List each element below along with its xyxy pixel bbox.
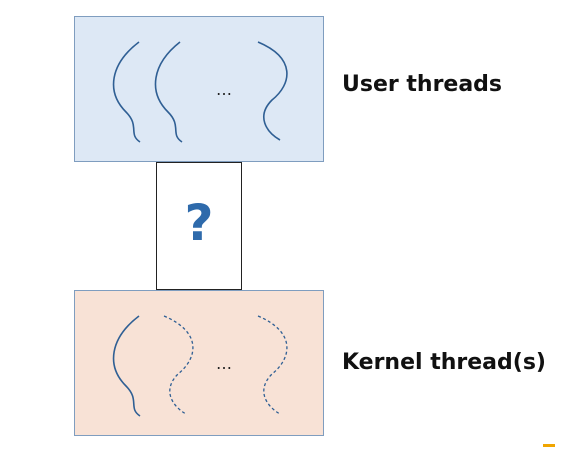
corner-marker [543, 444, 555, 447]
user-thread-3 [257, 41, 288, 141]
kernel-thread-1 [112, 315, 141, 417]
user-thread-2 [154, 41, 183, 143]
kernel-thread-3-dashed [257, 315, 288, 415]
user-threads-ellipsis: … [216, 80, 232, 99]
kernel-thread-2-dashed [163, 315, 194, 415]
mapping-box: ? [156, 162, 242, 290]
question-mark: ? [184, 194, 214, 252]
user-threads-label: User threads [342, 72, 503, 97]
kernel-threads-label: Kernel thread(s) [342, 350, 546, 375]
kernel-threads-ellipsis: … [216, 354, 232, 373]
user-thread-1 [112, 41, 141, 143]
